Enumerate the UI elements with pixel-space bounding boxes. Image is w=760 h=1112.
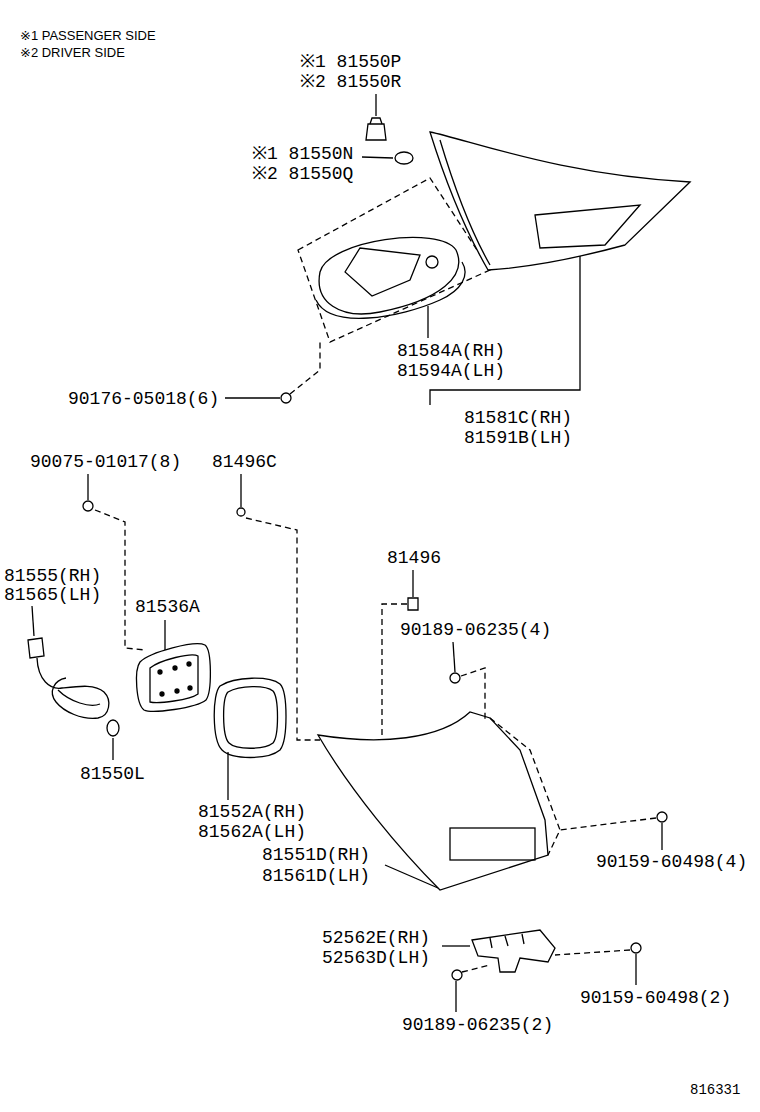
part-number: ※2 81550R: [300, 72, 401, 92]
note-text: ※1 PASSENGER SIDE: [20, 28, 156, 44]
part-number: 90189-06235(2): [402, 1015, 553, 1035]
part-number: ※1 81550N: [252, 144, 353, 164]
part-number: 81496: [387, 548, 441, 568]
note-text: ※2 DRIVER SIDE: [20, 45, 125, 61]
diagram-id: 816331: [690, 1080, 740, 1100]
part-number: 81552A(RH): [198, 802, 306, 822]
part-number: 81591B(LH): [464, 428, 572, 448]
part-number: 81550L: [80, 764, 145, 784]
part-number: 90159-60498(2): [580, 988, 731, 1008]
part-number: 52563D(LH): [322, 948, 430, 968]
part-number: 81581C(RH): [464, 408, 572, 428]
part-number: 90176-05018(6): [68, 389, 219, 409]
part-number: 81555(RH): [4, 566, 101, 586]
part-number: ※2 81550Q: [252, 164, 353, 184]
part-number: 81536A: [135, 597, 200, 617]
part-number: 90075-01017(8): [30, 452, 181, 472]
part-number: 81584A(RH): [397, 341, 505, 361]
part-number: 81594A(LH): [397, 361, 505, 381]
part-number: 52562E(RH): [322, 928, 430, 948]
part-number: 81565(LH): [4, 585, 101, 605]
part-number: 81551D(RH): [262, 845, 370, 865]
part-number: 90189-06235(4): [400, 620, 551, 640]
part-number: 81496C: [212, 452, 277, 472]
part-number: 81562A(LH): [198, 822, 306, 842]
part-number: 81561D(LH): [262, 866, 370, 886]
part-number: 90159-60498(4): [596, 852, 747, 872]
part-number: ※1 81550P: [300, 52, 401, 72]
